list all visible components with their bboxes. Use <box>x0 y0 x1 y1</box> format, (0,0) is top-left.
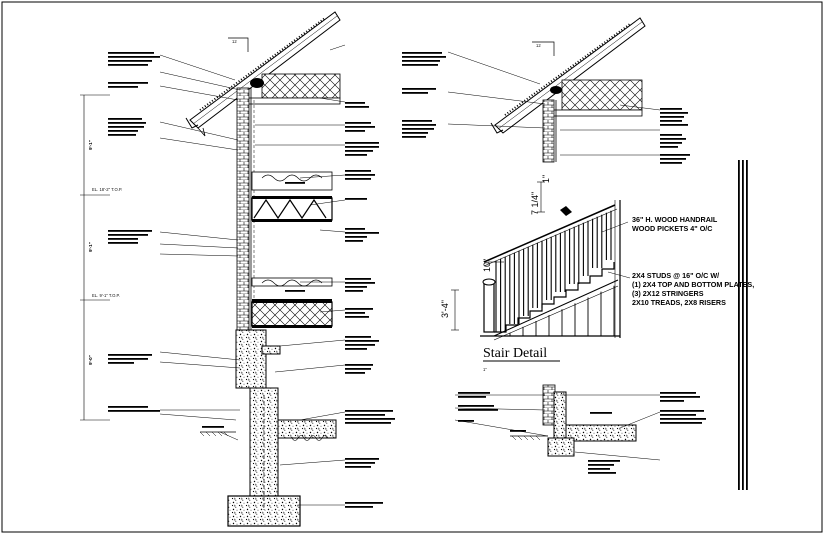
roof-slope-icon <box>532 41 555 56</box>
newel-post <box>483 281 495 333</box>
level-mark-lower: EL. 9'-1" T.O.P. <box>92 293 120 298</box>
general-notes-vertical <box>738 160 748 490</box>
svg-text:12: 12 <box>536 43 541 48</box>
stair-run-dim: 10" <box>482 259 492 272</box>
stringer-label-2: (1) 2X4 TOP AND BOTTOM PLATES, <box>632 280 754 289</box>
svg-text:12: 12 <box>232 39 237 44</box>
dim-upper: 9'-1" <box>88 140 93 150</box>
brick-icon <box>542 99 555 163</box>
stringer-label-3: (3) 2X12 STRINGERS <box>632 289 704 298</box>
stair-detail: 3'-4" 7 1/4" 1" 10" 36" H. WOOD HANDRAIL… <box>440 175 754 372</box>
right-wall-section: 12 <box>402 17 706 474</box>
stair-nose-dim: 1" <box>541 175 551 183</box>
dim-lower: 9'-0" <box>88 355 93 365</box>
stair-detail-title: Stair Detail <box>483 346 547 361</box>
insulation-icon <box>261 73 341 99</box>
stair-detail-scale: 1" <box>483 367 487 372</box>
stair-height-dim: 3'-4" <box>440 300 450 318</box>
stringer-label-1: 2X4 STUDS @ 16" O/C W/ <box>632 271 719 280</box>
stringer-label-4: 2X10 TREADS, 2X8 RISERS <box>632 298 726 307</box>
roof-slope-icon <box>228 37 249 52</box>
left-wall-section: 12 9'-1" 9'-1" 9'-0" EL. 18'-2" T.O.P. E… <box>80 11 395 527</box>
dim-middle: 9'-1" <box>88 242 93 252</box>
handrail-label-2: WOOD PICKETS 4" O/C <box>632 224 712 233</box>
stair-rise-dim: 7 1/4" <box>530 192 540 215</box>
handrail-label-1: 36" H. WOOD HANDRAIL <box>632 215 718 224</box>
insulation-icon <box>561 79 643 111</box>
level-mark-upper: EL. 18'-2" T.O.P. <box>92 187 122 192</box>
